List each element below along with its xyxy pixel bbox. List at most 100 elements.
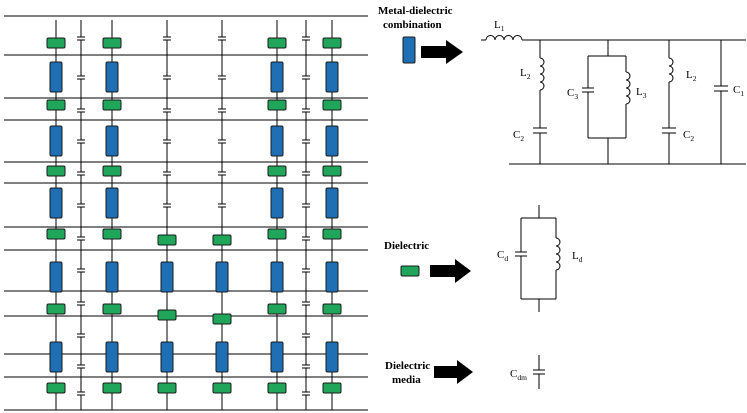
symbol-C2-left: C2 [513,129,524,143]
metal-cell [49,261,63,293]
symbol-Cdm: Cdm [510,368,527,382]
symbol-L1: L1 [494,19,505,33]
symbol-Cd: Cd [497,249,508,263]
capacitor-gap [77,140,85,143]
capacitor-gap [302,172,310,175]
inductor-icon [555,237,561,271]
capacitor-gap [163,109,171,112]
symbol-C3: C3 [567,87,578,101]
capacitor-gap [77,37,85,40]
label-combination: combination [383,19,442,31]
capacitor-gap [77,76,85,79]
metal-cell [325,61,339,93]
right-arrow-icon [421,40,463,64]
dielectric-cell [267,228,287,240]
capacitor-gap [77,334,85,337]
capacitor-gap [302,140,310,143]
symbol-C2-right: C2 [683,129,694,143]
metal-cell [160,341,174,373]
metal-cell [270,125,284,157]
metal-dielectric-circuit [481,35,746,165]
dielectric-cell [212,313,232,325]
inductor-icon [485,35,523,41]
dielectric-cell [267,382,287,394]
capacitor-gap [302,204,310,207]
capacitor-gap [302,37,310,40]
capacitor-icon [714,85,728,92]
dielectric-cell [102,303,122,315]
top-circuit-labels: L1 L2 C3 L3 L2 C1 C2 C2 [494,19,744,143]
capacitor-gap [218,109,226,112]
metal-cell [105,261,119,293]
metal-dielectric-grid [4,15,368,411]
dielectric-cell [46,303,66,315]
dielectric-cell [322,382,342,394]
capacitor-gap [218,204,226,207]
capacitor-gap [302,237,310,240]
capacitor-icon [515,251,527,257]
label-metal-dielectric: Metal-dielectric [378,5,453,17]
metal-cell [105,61,119,93]
dielectric-cell [157,382,177,394]
dielectric-media-capacitor [533,355,545,389]
metal-cell [105,187,119,219]
capacitor-gap [302,109,310,112]
metal-cell [325,125,339,157]
capacitor-gap [302,76,310,79]
capacitor-gap [163,140,171,143]
metal-cell [215,341,229,373]
metal-cell [160,261,174,293]
label-dielectric-media-line2: media [392,374,421,386]
dielectric-cell [102,382,122,394]
dielectric-cell [212,234,232,246]
capacitor-gap [218,140,226,143]
capacitor-gap [163,37,171,40]
inductor-icon [625,71,631,105]
capacitor-icon [582,87,594,93]
dielectric-cell [46,165,66,177]
symbol-L3: L3 [636,86,647,100]
capacitor-gap [163,172,171,175]
dielectric-circuit [515,205,561,312]
dielectric-cell [102,37,122,49]
label-dielectric-media-line1: Dielectric [385,360,430,372]
metal-cell [270,341,284,373]
metal-cell [270,187,284,219]
dielectric-cell [322,165,342,177]
capacitor-gap [302,302,310,305]
symbol-L2-left: L2 [520,67,531,81]
metal-cell [215,261,229,293]
right-arrow-icon [430,259,471,283]
symbol-L2-right: L2 [686,69,697,83]
capacitor-gap [302,334,310,337]
label-dielectric: Dielectric [384,240,429,252]
capacitor-gap [163,204,171,207]
capacitor-gap [77,204,85,207]
capacitor-icon [533,369,545,375]
capacitor-gap [163,76,171,79]
right-arrow-icon [434,360,473,384]
symbol-Ld: Ld [572,250,583,264]
capacitor-gap [77,392,85,395]
dielectric-swatch [400,265,420,277]
inductor-icon [668,57,674,83]
metal-swatch [402,36,416,64]
metal-cell [49,61,63,93]
dielectric-cell [46,382,66,394]
capacitor-icon [662,127,676,134]
dielectric-cell [157,309,177,321]
dielectric-cell [46,37,66,49]
capacitor-gap [302,392,310,395]
inductor-icon [539,57,545,91]
capacitor-gap [77,269,85,272]
dielectric-cell [102,99,122,111]
metal-cell [325,261,339,293]
metal-cell [325,187,339,219]
dielectric-cell [46,99,66,111]
capacitor-gap [302,365,310,368]
capacitor-gap [77,365,85,368]
dielectric-cell [267,37,287,49]
metal-cell [49,187,63,219]
capacitor-icon [533,127,547,134]
